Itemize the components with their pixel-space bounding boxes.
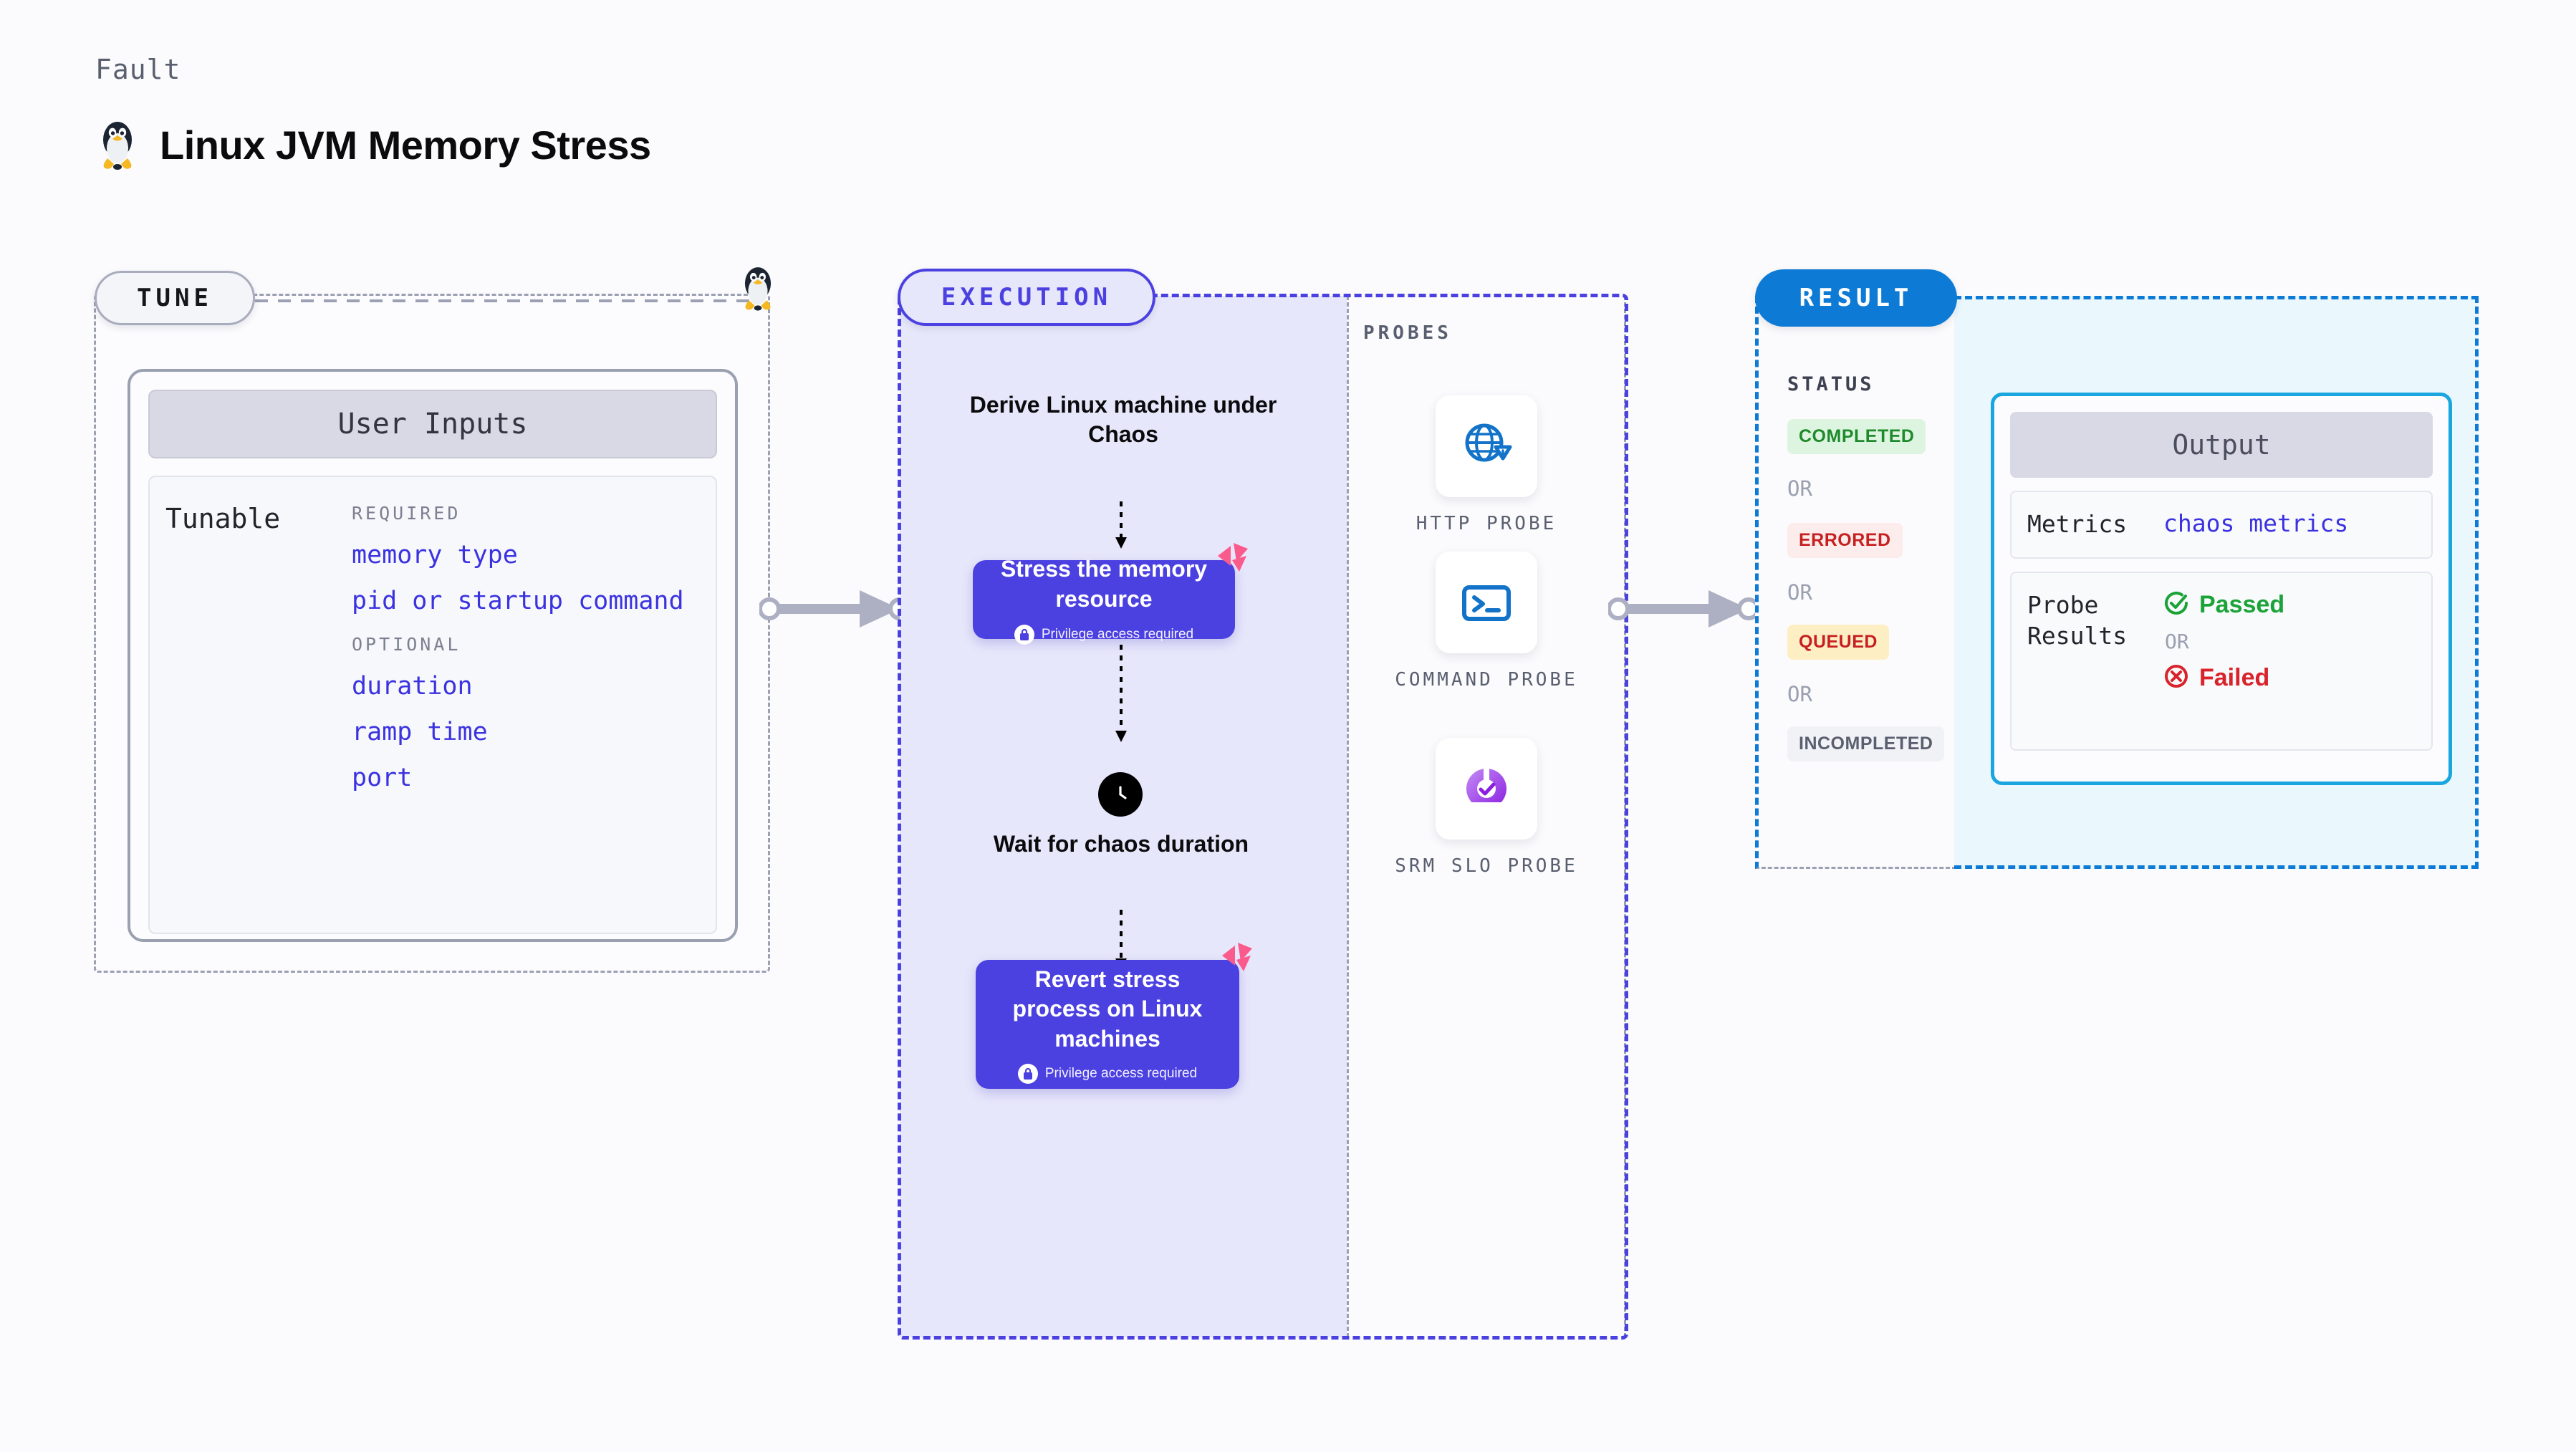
x-circle-icon <box>2163 663 2189 693</box>
execution-fill <box>900 296 1347 1337</box>
required-group-label: REQUIRED <box>352 503 461 524</box>
probe-result-passed: Passed <box>2163 590 2284 620</box>
tune-to-execution-connector <box>759 590 911 628</box>
exec-step-wait-duration: Wait for chaos duration <box>993 831 1249 857</box>
failed-label: Failed <box>2199 663 2270 691</box>
output-header: Output <box>2010 412 2433 478</box>
probe-results-key: Probe Results <box>2027 590 2128 650</box>
execution-pill[interactable]: EXECUTION <box>898 269 1155 326</box>
privilege-note-text: Privilege access required <box>1044 1066 1198 1082</box>
output-metrics-row: Metrics chaos metrics <box>2010 491 2433 559</box>
probe-label: SRM SLO PROBE <box>1395 855 1578 877</box>
probe-result-or: OR <box>2165 629 2189 653</box>
output-card: Output Metrics chaos metrics Probe Resul… <box>1991 393 2452 785</box>
user-inputs-header: User Inputs <box>148 390 717 458</box>
tune-dashed-connector <box>255 299 749 302</box>
probe-http[interactable]: HTTP PROBE <box>1347 395 1626 537</box>
privilege-note: Privilege access required <box>1014 624 1194 645</box>
terminal-icon <box>1436 552 1537 653</box>
status-or-3: OR <box>1787 682 1812 706</box>
tune-pill[interactable]: TUNE <box>95 271 255 325</box>
privilege-note-text: Privilege access required <box>1041 626 1194 642</box>
exec-arrow-1 <box>1115 501 1127 549</box>
status-badge-incompleted: INCOMPLETED <box>1787 726 1945 761</box>
optional-group-label: OPTIONAL <box>352 634 461 655</box>
lock-icon <box>1017 1064 1038 1085</box>
status-or-1: OR <box>1787 476 1812 501</box>
tunable-box: Tunable REQUIRED memory type pid or star… <box>148 476 717 934</box>
exec-arrow-2 <box>1115 645 1127 742</box>
tunable-duration[interactable]: duration <box>352 672 473 701</box>
tunable-pid-or-startup-command[interactable]: pid or startup command <box>352 587 684 615</box>
harness-logo-icon <box>1219 941 1255 978</box>
page-eyebrow: Fault <box>95 54 181 85</box>
output-probe-results-row: Probe Results Passed OR <box>2010 571 2433 751</box>
status-or-2: OR <box>1787 580 1812 605</box>
exec-card-title: Revert stress process on Linux machines <box>1012 966 1203 1052</box>
status-title: STATUS <box>1787 373 1875 395</box>
slo-donut-check-icon <box>1436 738 1537 840</box>
globe-warning-icon <box>1436 395 1537 497</box>
status-badge-completed: COMPLETED <box>1787 419 1926 454</box>
linux-penguin-icon-marker <box>738 264 778 316</box>
user-inputs-card: User Inputs Tunable REQUIRED memory type… <box>128 369 738 942</box>
probe-label: HTTP PROBE <box>1416 513 1557 534</box>
probe-srm-slo[interactable]: SRM SLO PROBE <box>1347 738 1626 879</box>
page-title: Linux JVM Memory Stress <box>160 122 651 168</box>
clock-icon <box>1098 772 1143 817</box>
check-circle-icon <box>2163 590 2189 620</box>
exec-step-derive-machine: Derive Linux machine under Chaos <box>969 392 1277 447</box>
exec-card-revert-stress[interactable]: Revert stress process on Linux machines … <box>976 943 1252 1089</box>
result-pill[interactable]: RESULT <box>1755 269 1957 327</box>
probes-title: PROBES <box>1363 322 1452 344</box>
tunable-memory-type[interactable]: memory type <box>352 541 518 569</box>
tunable-label: Tunable <box>165 503 281 534</box>
probe-label: COMMAND PROBE <box>1395 669 1578 691</box>
passed-label: Passed <box>2199 590 2285 618</box>
execution-to-result-connector <box>1608 590 1760 628</box>
tunable-port[interactable]: port <box>352 764 413 792</box>
exec-card-stress-memory[interactable]: Stress the memory resource Privilege acc… <box>973 543 1248 645</box>
probe-command[interactable]: COMMAND PROBE <box>1347 552 1626 693</box>
status-badge-errored: ERRORED <box>1787 523 1903 558</box>
lock-icon <box>1014 624 1034 645</box>
metrics-value[interactable]: chaos metrics <box>2163 509 2349 537</box>
harness-logo-icon <box>1215 542 1251 578</box>
page-title-row: Linux JVM Memory Stress <box>95 118 651 171</box>
probe-result-failed: Failed <box>2163 663 2284 693</box>
linux-penguin-icon <box>95 118 140 171</box>
status-badge-queued: QUEUED <box>1787 625 1889 660</box>
privilege-note: Privilege access required <box>1017 1064 1198 1085</box>
tunable-ramp-time[interactable]: ramp time <box>352 718 488 746</box>
exec-card-title: Stress the memory resource <box>1000 556 1208 612</box>
execution-panel <box>898 294 1628 1340</box>
result-status-column <box>1755 296 1956 869</box>
metrics-key: Metrics <box>2027 510 2128 538</box>
